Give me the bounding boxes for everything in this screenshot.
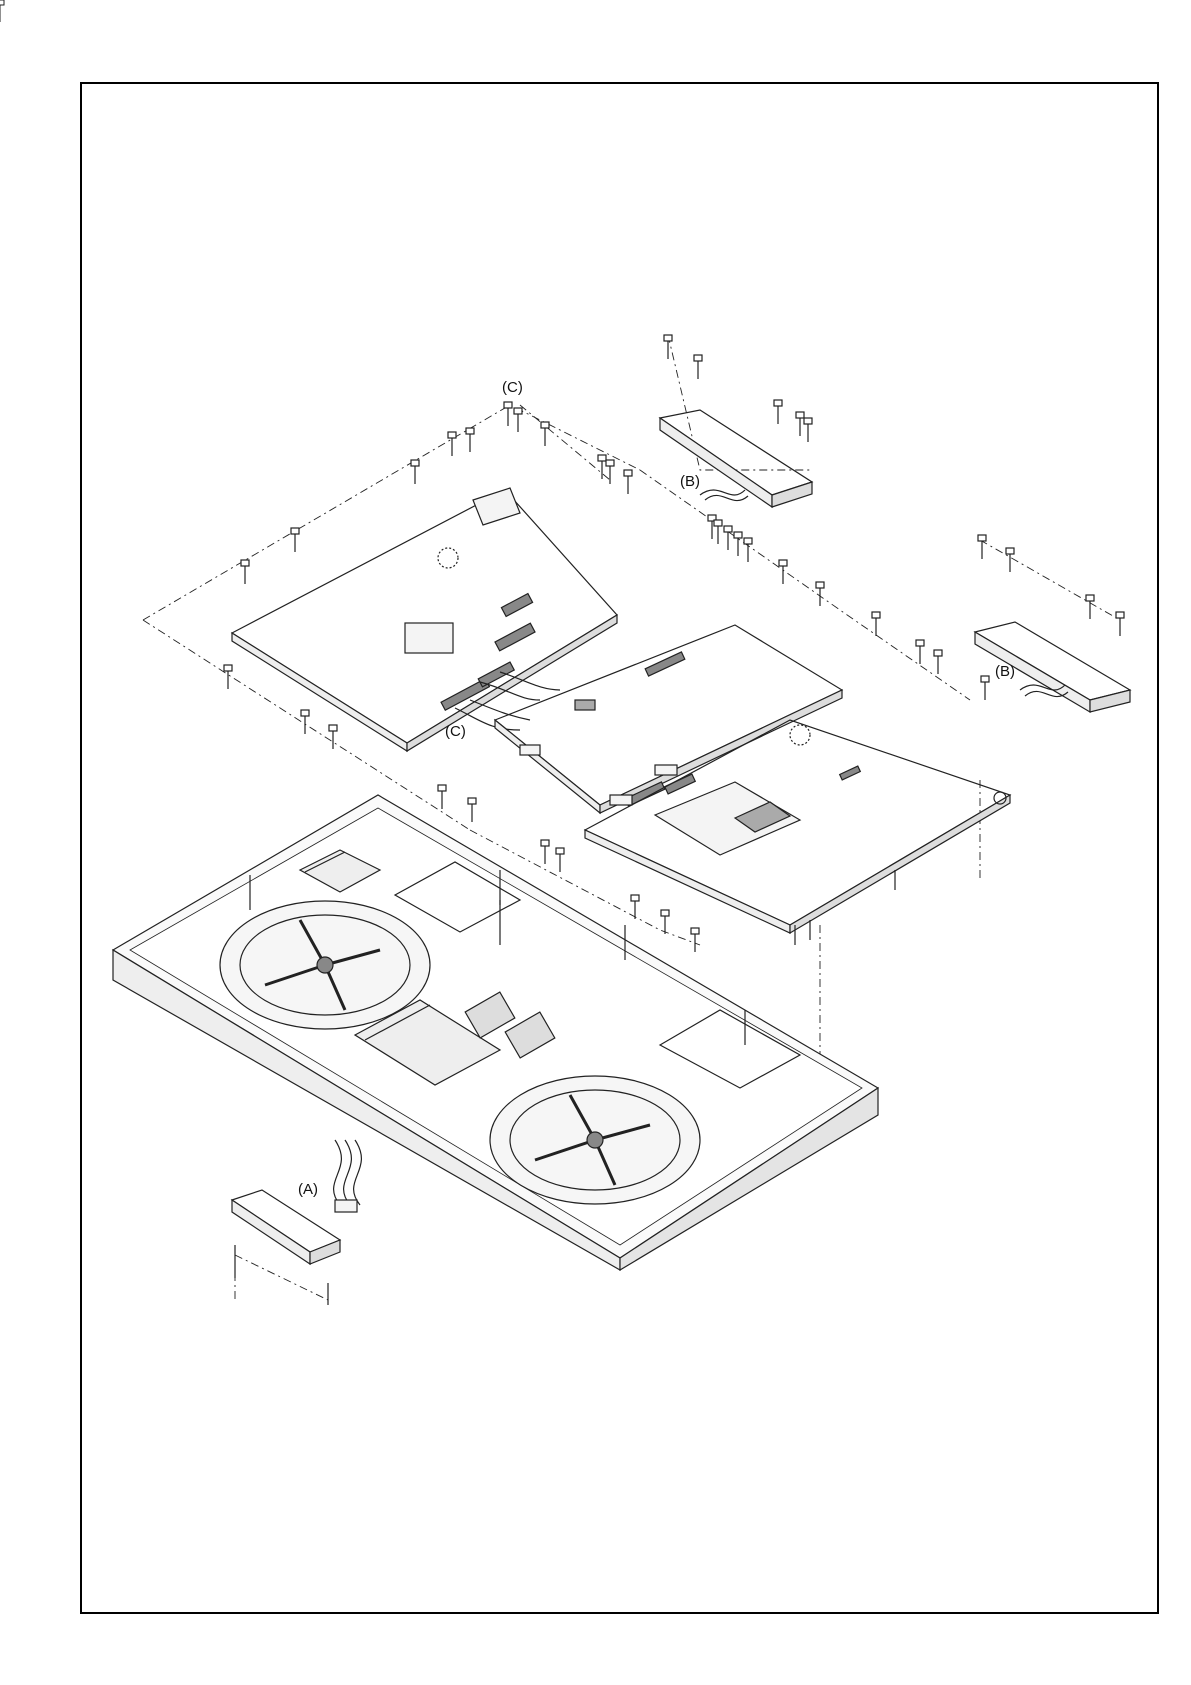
- screw: [916, 640, 924, 664]
- screw: [691, 928, 699, 952]
- screw: [734, 532, 742, 556]
- screw: [291, 528, 299, 552]
- screw: [606, 460, 614, 484]
- screw: [448, 432, 456, 456]
- board-a: [232, 1140, 361, 1305]
- callout-a: (A): [298, 1182, 318, 1197]
- screw: [224, 665, 232, 689]
- screw: [556, 848, 564, 872]
- screw: [624, 470, 632, 494]
- screw: [504, 402, 512, 426]
- screw: [774, 400, 782, 424]
- screw: [796, 412, 804, 436]
- screw: [438, 785, 446, 809]
- callout-c-mid: (C): [445, 724, 466, 739]
- screw: [981, 676, 989, 700]
- callout-b-top: (B): [680, 474, 700, 489]
- display-board-top: [660, 410, 812, 507]
- pcb-lower-right: [585, 720, 1010, 945]
- screw: [1116, 612, 1124, 636]
- screw: [779, 560, 787, 584]
- screw: [514, 408, 522, 432]
- screw: [804, 418, 812, 442]
- screw: [541, 840, 549, 864]
- screw: [934, 650, 942, 674]
- screw: [744, 538, 752, 562]
- screw: [301, 710, 309, 734]
- screw: [978, 535, 986, 559]
- screw: [411, 460, 419, 484]
- callout-c-top: (C): [502, 380, 523, 395]
- screw: [1006, 548, 1014, 572]
- screw: [468, 798, 476, 822]
- screw: [724, 526, 732, 550]
- screw: [1086, 595, 1094, 619]
- pcb-upper-left: [232, 490, 617, 751]
- connector-board-top: [473, 488, 520, 525]
- screw: [241, 560, 249, 584]
- screw: [329, 725, 337, 749]
- screw: [694, 355, 702, 379]
- housing-tray: [113, 795, 878, 1270]
- screw: [714, 520, 722, 544]
- screw: [708, 515, 716, 539]
- screw: [872, 612, 880, 636]
- screws-upper-left: [0, 0, 4, 22]
- screw: [541, 422, 549, 446]
- screw: [466, 428, 474, 452]
- callout-b-right: (B): [995, 664, 1015, 679]
